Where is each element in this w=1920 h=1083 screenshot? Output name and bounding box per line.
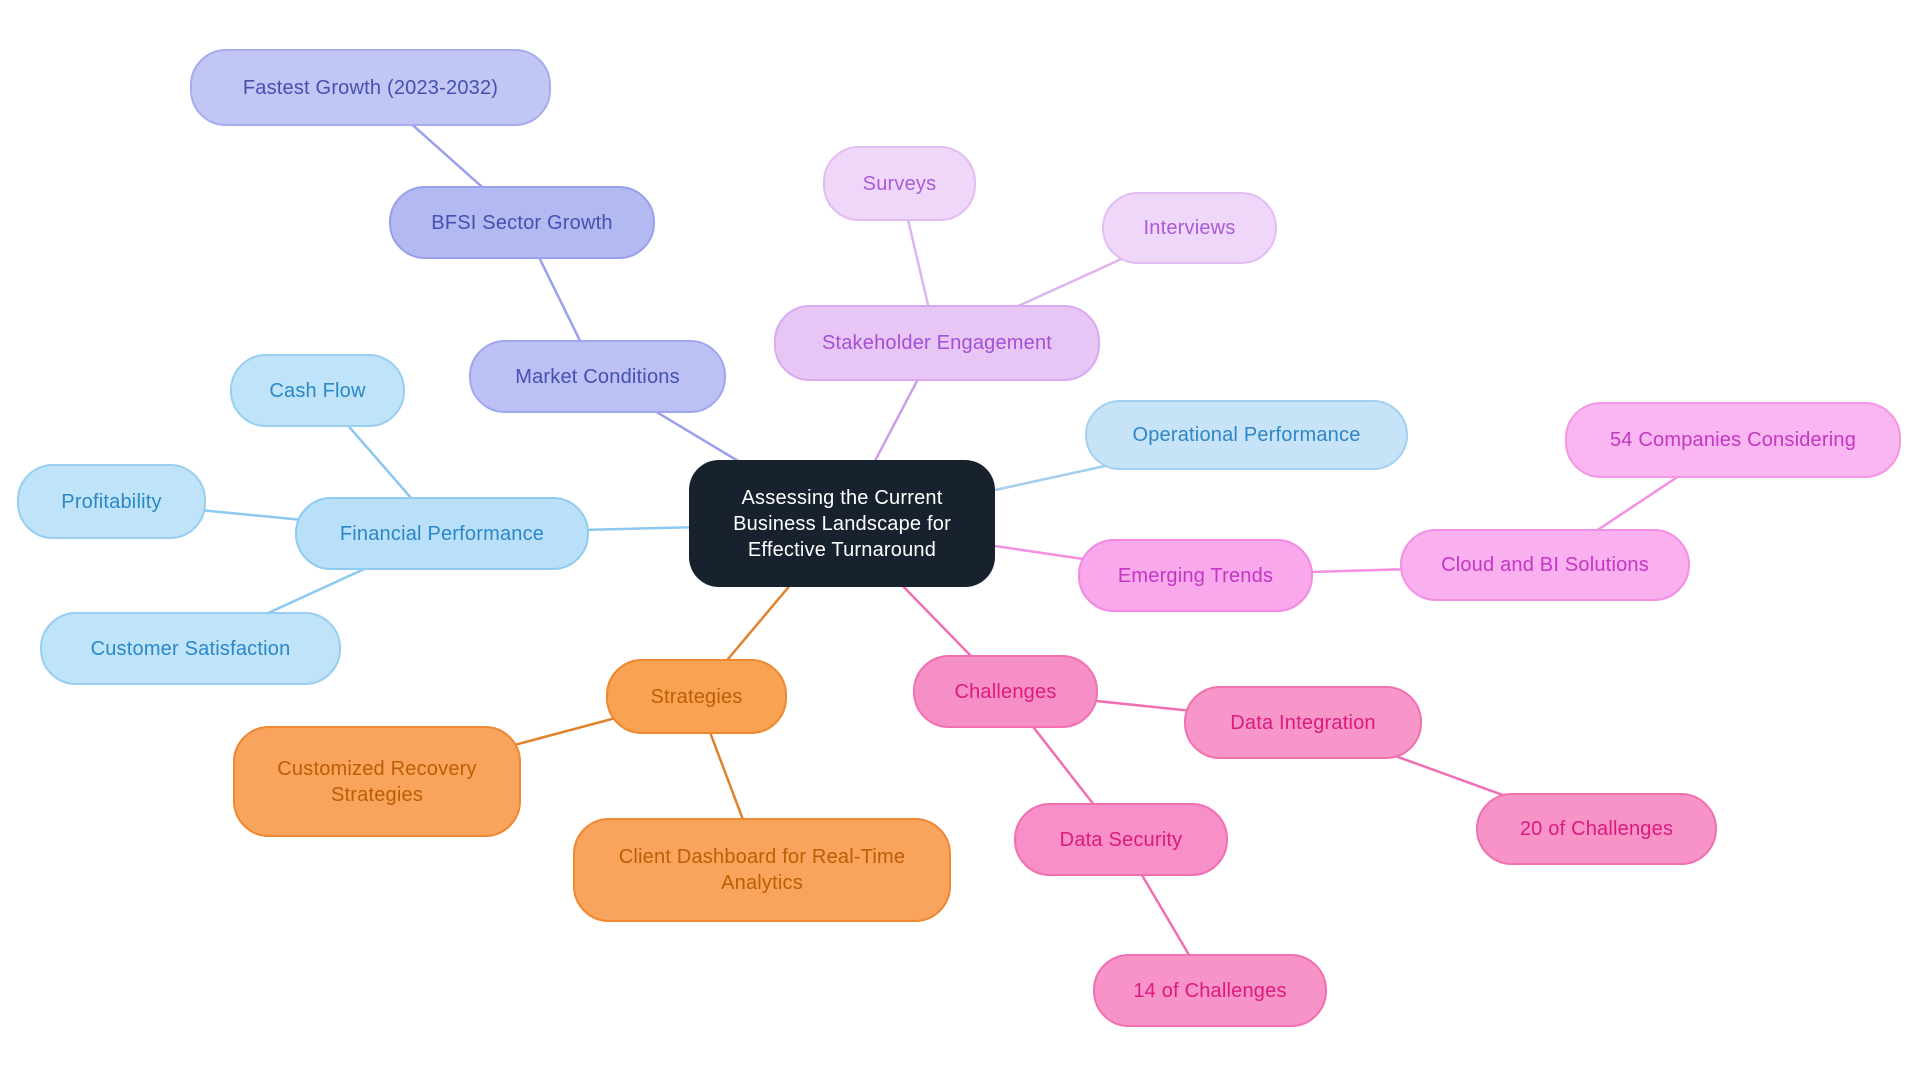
mindmap-node-data-security[interactable]: Data Security xyxy=(1014,803,1228,876)
mindmap-node-challenges-14[interactable]: 14 of Challenges xyxy=(1093,954,1327,1027)
mindmap-node-stakeholder-engagement[interactable]: Stakeholder Engagement xyxy=(774,305,1100,381)
mindmap-node-client-dashboard[interactable]: Client Dashboard for Real-Time Analytics xyxy=(573,818,951,922)
mindmap-node-financial-performance[interactable]: Financial Performance xyxy=(295,497,589,570)
mindmap-node-center[interactable]: Assessing the Current Business Landscape… xyxy=(689,460,995,587)
mindmap-node-interviews[interactable]: Interviews xyxy=(1102,192,1277,264)
mindmap-node-emerging-trends[interactable]: Emerging Trends xyxy=(1078,539,1313,612)
mindmap-node-surveys[interactable]: Surveys xyxy=(823,146,976,221)
mindmap-node-profitability[interactable]: Profitability xyxy=(17,464,206,539)
mindmap-node-strategies[interactable]: Strategies xyxy=(606,659,787,734)
mindmap-node-bfsi-sector-growth[interactable]: BFSI Sector Growth xyxy=(389,186,655,259)
mindmap-node-customized-recovery[interactable]: Customized Recovery Strategies xyxy=(233,726,521,837)
mindmap-node-data-integration[interactable]: Data Integration xyxy=(1184,686,1422,759)
mindmap-node-challenges[interactable]: Challenges xyxy=(913,655,1098,728)
mindmap-node-cloud-bi-solutions[interactable]: Cloud and BI Solutions xyxy=(1400,529,1690,601)
mindmap-node-market-conditions[interactable]: Market Conditions xyxy=(469,340,726,413)
mindmap-node-challenges-20[interactable]: 20 of Challenges xyxy=(1476,793,1717,865)
mindmap-node-operational-performance[interactable]: Operational Performance xyxy=(1085,400,1408,470)
mindmap-node-cash-flow[interactable]: Cash Flow xyxy=(230,354,405,427)
mindmap-node-companies-considering[interactable]: 54 Companies Considering xyxy=(1565,402,1901,478)
mindmap-node-fastest-growth[interactable]: Fastest Growth (2023-2032) xyxy=(190,49,551,126)
mindmap-node-customer-satisfaction[interactable]: Customer Satisfaction xyxy=(40,612,341,685)
